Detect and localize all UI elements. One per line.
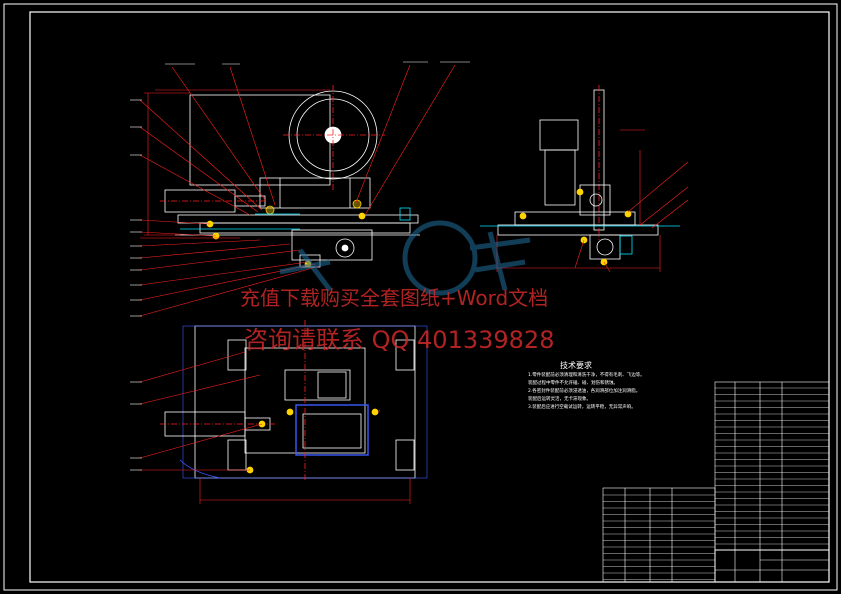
- side-view-dimensions: [496, 129, 689, 273]
- drawing-frame: [3, 3, 838, 591]
- technical-note-line: 3.装配后应进行空载试运转，运转平稳，无异常声响。: [528, 405, 636, 410]
- technical-notes-title: 技术要求: [560, 361, 592, 370]
- technical-note-line: 2.各密封件装配前必须浸透油，各润滑部位加注润滑脂。: [528, 389, 641, 394]
- watermark-logo: [279, 220, 531, 296]
- watermark-line-2: 咨询请联系 QQ 401339828: [244, 326, 555, 354]
- parts-list-table: [602, 381, 830, 583]
- plan-view-balloon-ticks: [130, 381, 142, 471]
- front-view-balloon-ticks: [130, 61, 470, 317]
- front-view-dimensions: [144, 89, 330, 236]
- side-view: [480, 85, 680, 266]
- front-view: [160, 85, 420, 268]
- parts-list-rows: [603, 387, 829, 580]
- technical-note-line: 1.零件装配前必须清理和清洗干净，不得有毛刺、飞边等。: [528, 373, 645, 378]
- front-view-leaders: [139, 64, 456, 317]
- technical-note-line: 装配过程中零件不允许磕、碰、划伤和锈蚀。: [528, 381, 618, 386]
- plan-view-dimensions: [139, 351, 411, 504]
- watermark-line-1: 充值下载购买全套图纸+Word文档: [240, 286, 549, 310]
- plan-view: [160, 320, 428, 480]
- technical-note-line: 装配后运转灵活，无卡滞现象。: [528, 397, 591, 402]
